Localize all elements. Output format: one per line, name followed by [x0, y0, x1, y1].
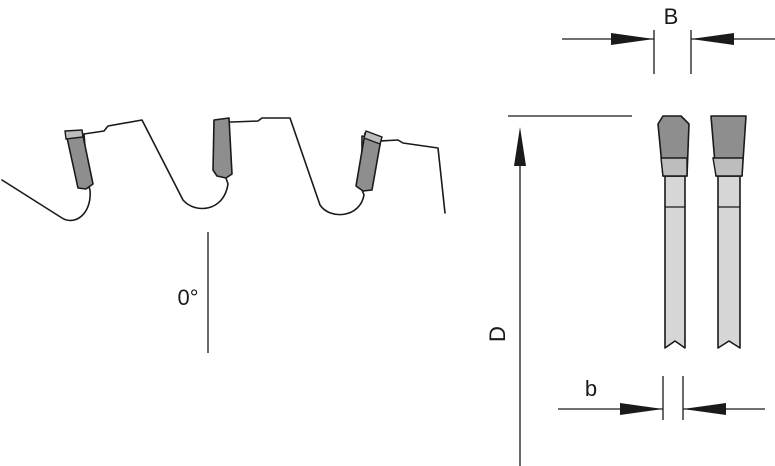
cross-section-right-tip-band [712, 157, 744, 177]
tooth-width-label: B [664, 4, 679, 29]
tooth-width-arrow-right [691, 33, 734, 45]
carbide-tip-3-band [363, 130, 383, 145]
carbide-tip-1-band [64, 129, 84, 140]
cross-section-left [657, 115, 690, 349]
hook-angle-indicator: 0° [177, 232, 209, 353]
diameter-dimension: D [485, 115, 632, 466]
body-thickness-label: b [585, 376, 597, 401]
body-thickness-dimension: b [558, 376, 765, 420]
tooth-width-dimension: B [562, 4, 775, 74]
body-thickness-arrow-left [620, 403, 663, 415]
diameter-arrow [514, 127, 526, 166]
hook-angle-label: 0° [177, 285, 198, 310]
diameter-label: D [485, 326, 510, 342]
carbide-tip-1 [65, 130, 94, 190]
body-thickness-arrow-right [683, 403, 726, 415]
cross-section-left-tip-band [660, 157, 688, 177]
cross-section-left-body [664, 175, 686, 349]
carbide-tip-2 [212, 117, 233, 179]
cross-section-right-body [717, 175, 741, 349]
tooth-profile [1, 117, 446, 222]
tooth-width-arrow-left [611, 33, 654, 45]
cross-section-right [710, 115, 747, 349]
blade-outline [1, 117, 446, 222]
